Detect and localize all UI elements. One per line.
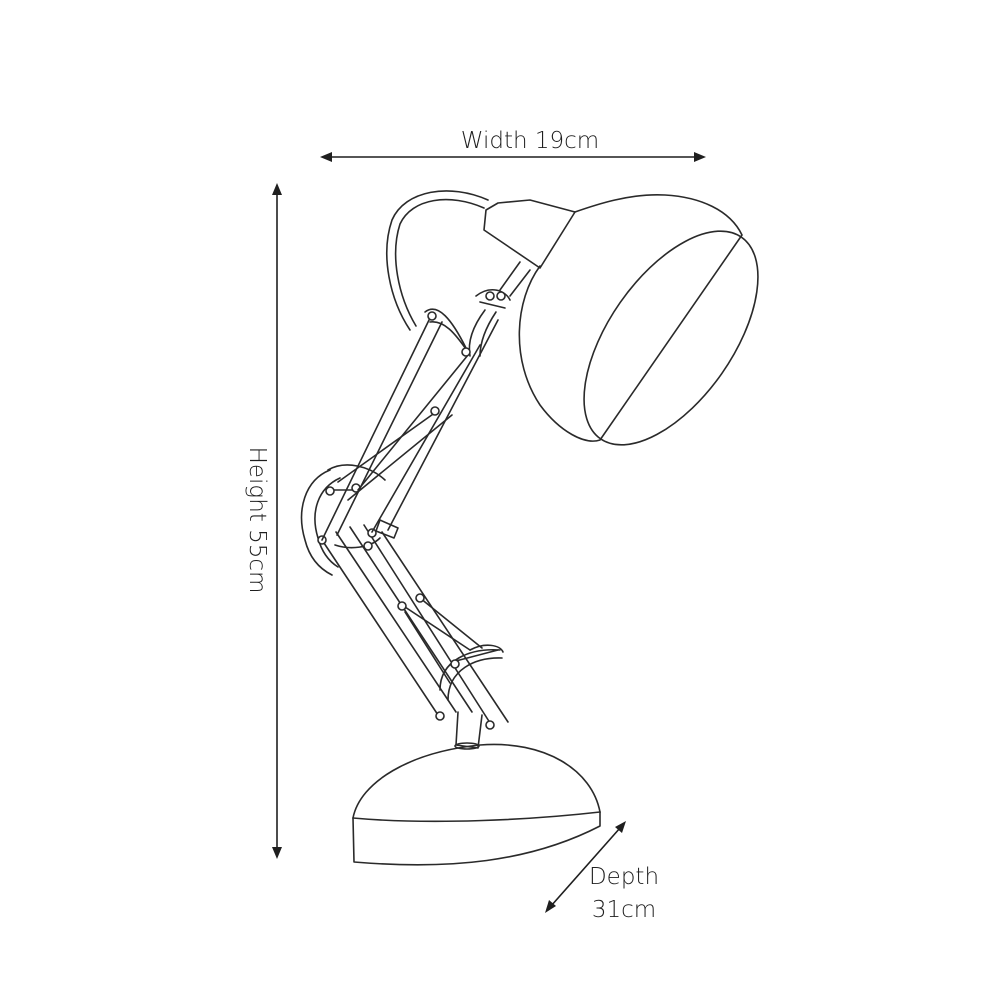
- lamp-shade: [483, 194, 759, 446]
- width-label: Width 19cm: [461, 128, 599, 154]
- lamp-cable: [386, 190, 489, 331]
- lamp-lower-arm: [321, 524, 509, 727]
- width-dimension: Width 19cm: [320, 128, 706, 162]
- lamp-elbow-joint: [300, 464, 399, 576]
- depth-dimension: Depth 31cm: [545, 821, 659, 923]
- lamp-lower-joint: [397, 593, 504, 730]
- depth-arrow-upper-head: [615, 821, 626, 833]
- lamp-base: [352, 743, 601, 866]
- height-arrow-top-head: [272, 183, 282, 195]
- height-arrow-bottom-head: [272, 847, 282, 859]
- depth-arrow-lower-head: [545, 900, 556, 913]
- depth-label-line2: 31cm: [592, 897, 656, 923]
- shade-rim: [583, 230, 759, 446]
- lamp-stem: [454, 711, 483, 750]
- shade-collar: [483, 199, 576, 269]
- height-dimension: Height 55cm: [244, 183, 282, 859]
- lamp-head-joint: [424, 288, 511, 357]
- base-top: [352, 743, 601, 819]
- lamp-cable-inner: [394, 198, 485, 327]
- width-arrow-right-head: [694, 152, 706, 162]
- lamp-neck: [499, 261, 531, 297]
- base-bottom: [352, 811, 601, 866]
- lamp-upper-arm: [321, 317, 499, 541]
- height-label: Height 55cm: [244, 447, 270, 594]
- depth-label-line1: Depth: [589, 864, 659, 890]
- shade-body: [518, 194, 743, 442]
- width-arrow-left-head: [320, 152, 332, 162]
- lamp-illustration: [300, 190, 759, 866]
